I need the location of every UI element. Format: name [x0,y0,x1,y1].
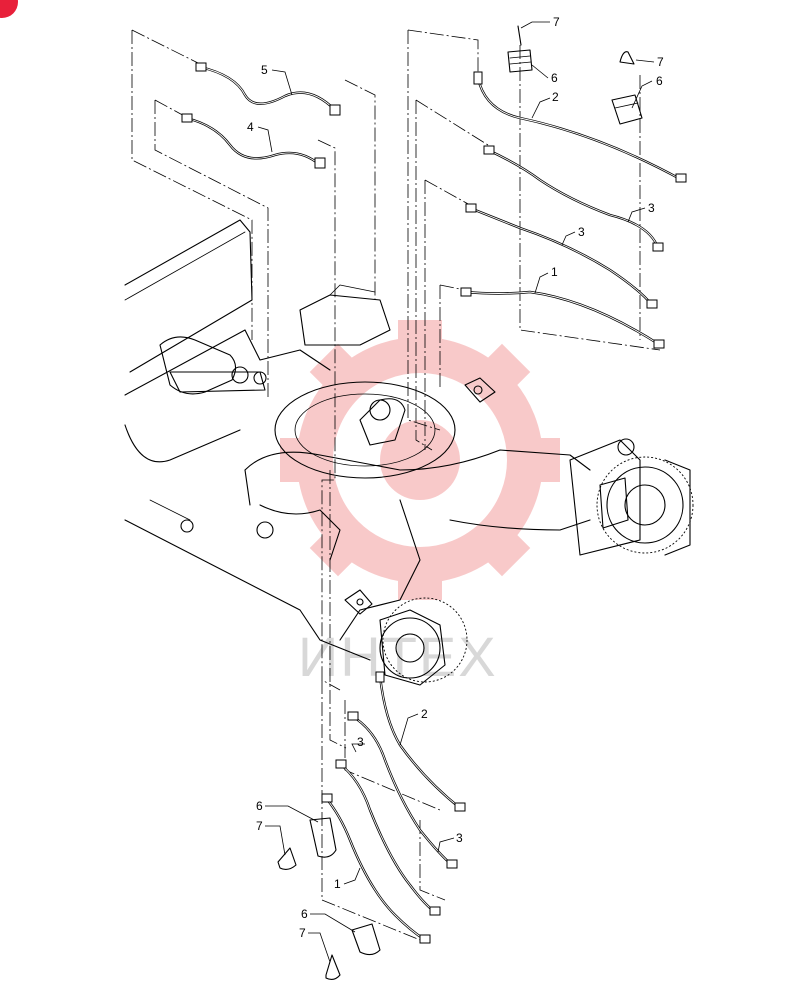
callout-hose-1-top: 1 [551,265,558,279]
hose-2-lower [375,671,466,812]
hose-1-lower [321,793,431,944]
hose-3-upper-a [483,145,664,252]
hose-1-upper [460,287,665,349]
callout-hose-2-top: 2 [552,90,559,104]
callout-hose-3-bottom-b: 3 [456,831,463,845]
callout-leaders [257,21,655,963]
guard-6-top-a [507,49,533,73]
guard-6-bottom-a [309,817,337,858]
callout-hose-4: 4 [247,120,254,134]
travel-motor-left [344,589,468,686]
callout-guard-6-bottom-b: 6 [301,907,308,921]
callout-hose-2-bottom: 2 [421,707,428,721]
callout-guard-6-top-a: 6 [551,71,558,85]
callout-guard-6-top-b: 6 [656,74,663,88]
guard-6-top-b [611,94,643,125]
callout-hose-1-bottom: 1 [334,877,341,891]
callout-labels: 5 4 2 3 3 1 6 7 6 7 2 3 3 1 6 7 6 7 [247,15,664,940]
callout-guard-6-bottom-a: 6 [256,799,263,813]
callout-tie-7-top-a: 7 [553,15,560,29]
hose-2-upper [473,71,687,183]
hose-5 [195,62,341,116]
callout-hose-5: 5 [261,63,268,77]
callout-hose-3-top-a: 3 [648,201,655,215]
corner-badge-icon [0,0,18,18]
callout-hose-3-top-b: 3 [578,225,585,239]
callout-tie-7-bottom-b: 7 [299,926,306,940]
hose-3-lower-b [335,759,441,916]
travel-motor-right [569,438,694,556]
hose-3-lower-a [347,711,458,869]
watermark-text: ИНТЕХ [298,625,498,688]
undercarriage-frame [124,219,591,661]
tie-7-bottom-b [325,954,341,981]
callout-tie-7-bottom-a: 7 [256,819,263,833]
projection-lines [131,29,661,941]
tie-7-top-a [517,25,522,46]
callout-hose-3-bottom-a: 3 [357,735,364,749]
hose-4 [181,113,326,169]
guard-6-bottom-b [351,923,381,956]
tie-7-bottom-a [277,847,297,871]
tie-7-top-b [619,51,635,65]
hose-3-upper-b [465,203,658,309]
callout-tie-7-top-b: 7 [657,55,664,69]
